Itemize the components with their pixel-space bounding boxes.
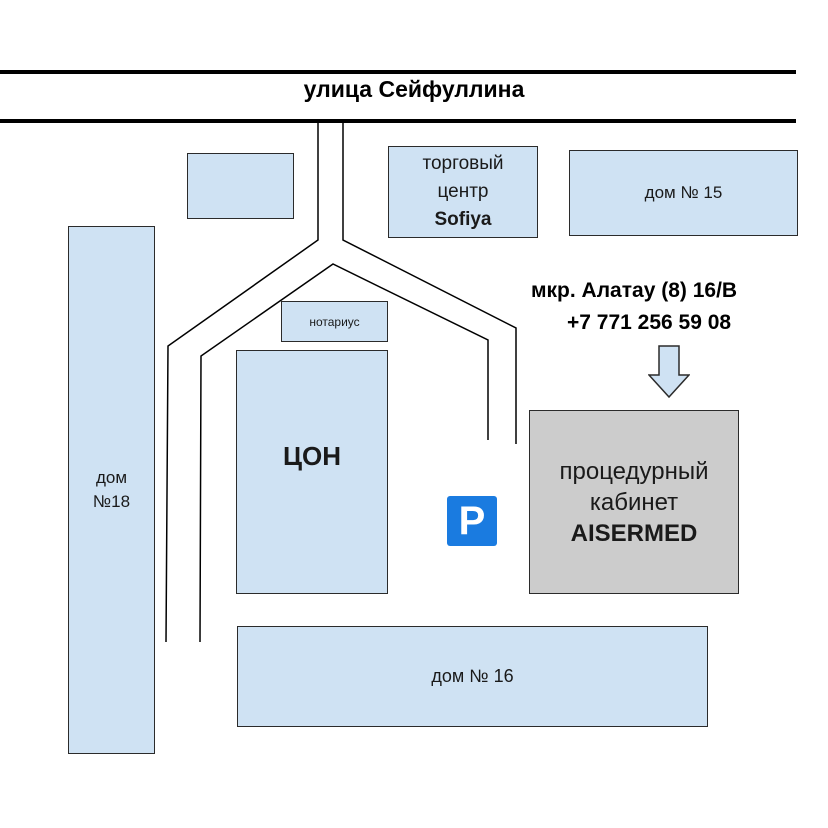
house18-label-line1: дом	[95, 468, 128, 487]
driveway-center-left-edge	[342, 123, 517, 444]
phone-number: +7 771 256 59 08	[567, 311, 732, 334]
building-mall-sofiya: торговый центр Sofiya	[388, 146, 538, 238]
driveway-inner-left-edge	[199, 263, 489, 643]
house18-label-line2: №18	[92, 492, 131, 511]
street-name: улица Сейфуллина	[303, 76, 525, 102]
address-line: мкр. Алатау (8) 16/В	[531, 279, 738, 302]
clinic-label-line3: AISERMED	[570, 519, 698, 547]
clinic-label-line2: кабинет	[589, 488, 679, 516]
house16-label: дом № 16	[431, 666, 514, 686]
building-house-18: дом №18	[68, 226, 155, 754]
building-clinic-aisermed: процедурный кабинет AISERMED	[529, 410, 739, 594]
driveway-left-edge	[165, 123, 319, 643]
building-house-15: дом № 15	[569, 150, 798, 236]
building-con: ЦОН	[236, 350, 388, 594]
clinic-label-line1: процедурный	[559, 457, 709, 485]
parking-icon: P	[447, 496, 497, 546]
building-house-16: дом № 16	[237, 626, 708, 727]
building-notary: нотариус	[281, 301, 388, 342]
notary-label: нотариус	[309, 314, 360, 329]
con-label: ЦОН	[283, 441, 341, 471]
mall-label-line2: центр	[437, 181, 489, 202]
down-arrow-icon	[648, 345, 690, 399]
house15-label: дом № 15	[644, 183, 723, 202]
mall-label-line3: Sofiya	[434, 209, 492, 230]
mall-label-line1: торговый	[422, 153, 504, 174]
building-unlabeled	[187, 153, 294, 219]
